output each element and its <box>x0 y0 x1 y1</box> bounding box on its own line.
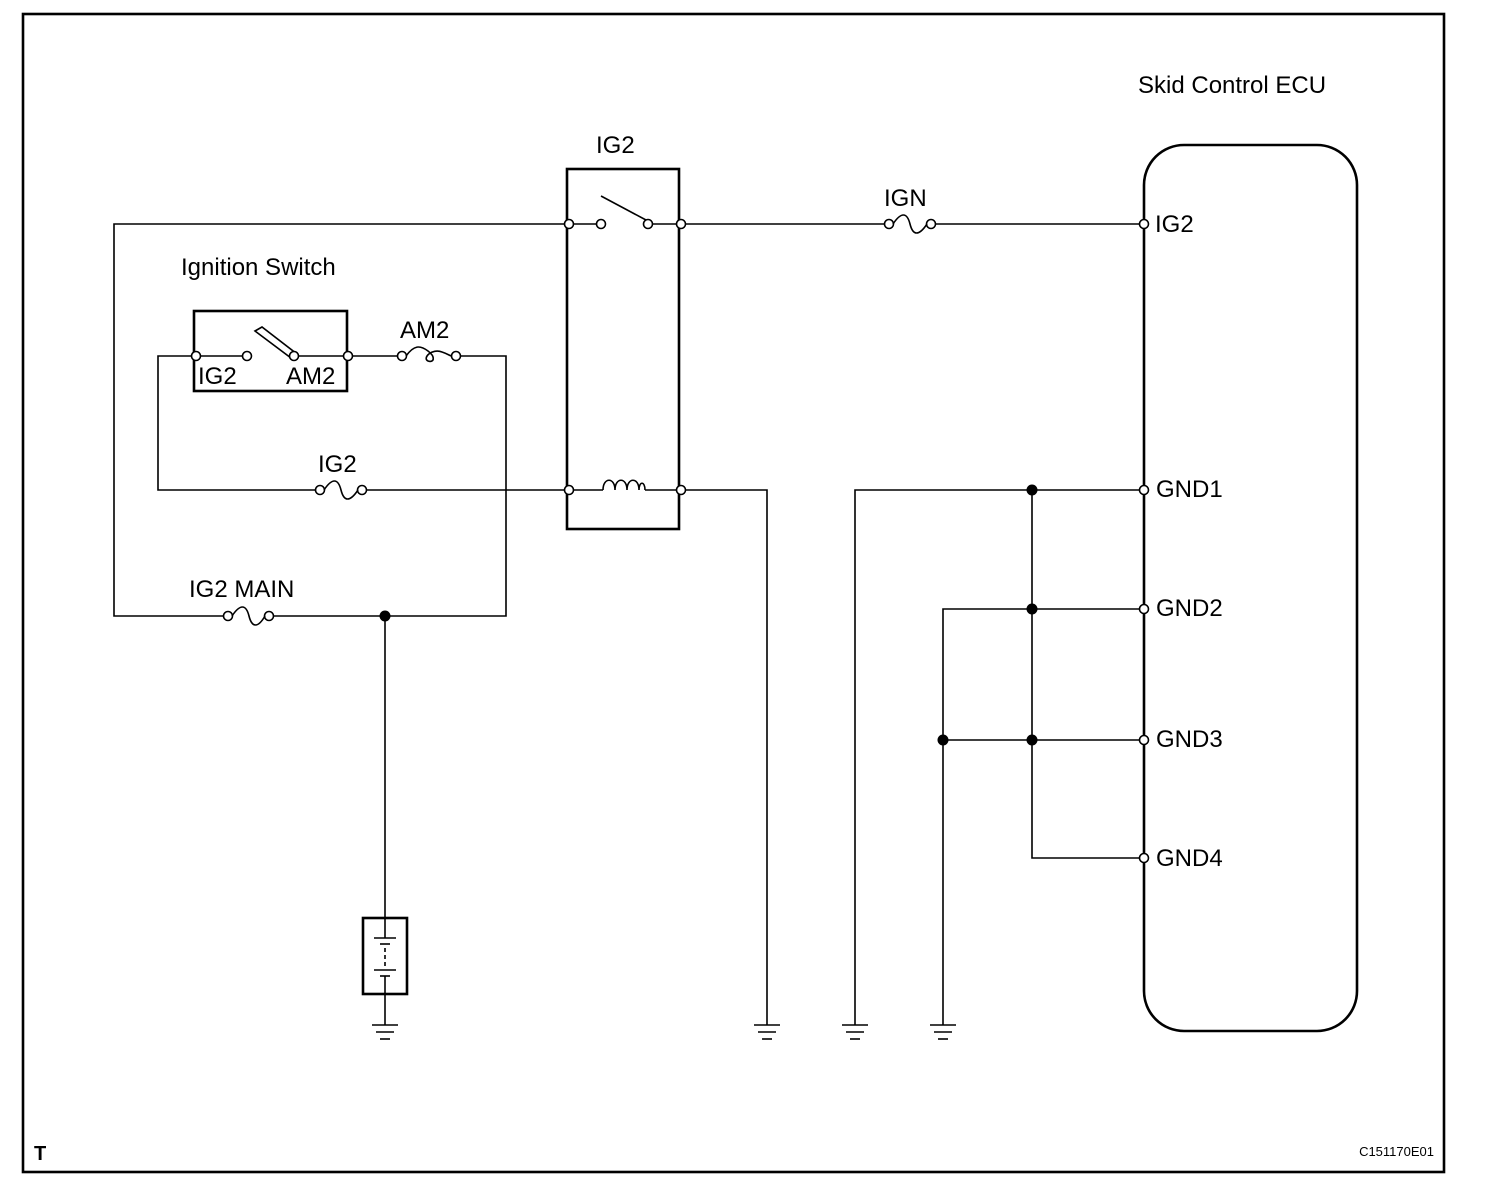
wires <box>113 223 1144 1025</box>
ecu-terminal-gnd4 <box>1138 852 1150 864</box>
wire-coil-to-ground <box>681 489 768 1025</box>
relay-label: IG2 <box>596 132 635 159</box>
ground-icon <box>754 1024 780 1040</box>
fuse-am2-label: AM2 <box>400 317 449 344</box>
relay-terminal-coil-out <box>675 484 687 496</box>
wire-switch-to-ig2-fuse <box>157 355 316 491</box>
ignition-switch-terminal-ig2-pin <box>190 350 202 362</box>
fuse-ig2-main-element <box>231 606 266 626</box>
ground-icon <box>372 1024 398 1040</box>
ig2-relay: IG2 <box>565 132 681 531</box>
ground-icon <box>930 1024 956 1040</box>
fuse-am2: AM2 <box>396 317 462 363</box>
fuse-ig2-main-terminal-b <box>263 610 275 622</box>
relay-body <box>565 167 681 531</box>
corner-mark: T <box>34 1143 46 1165</box>
junction-dot <box>1026 484 1038 496</box>
ecu-terminal-ig2 <box>1138 218 1150 230</box>
relay-contact-b <box>642 218 654 230</box>
ignition-switch-terminal-am2-pin <box>342 350 354 362</box>
ecu-terminal-gnd1 <box>1138 484 1150 496</box>
ignition-switch-terminal-am2: AM2 <box>286 363 335 390</box>
junctions <box>379 484 1038 746</box>
wire-gnd4 <box>1031 490 1144 859</box>
fuse-am2-element <box>405 346 453 363</box>
ecu-terminal-gnd3 <box>1138 734 1150 746</box>
wire-gnd1 <box>854 489 1144 1025</box>
ignition-switch-pivot <box>288 350 300 362</box>
relay-coil <box>602 479 646 491</box>
fuse-ig2: IG2 <box>314 451 368 500</box>
fuse-ig2-terminal-b <box>356 484 368 496</box>
fuse-ig2-main-label: IG2 MAIN <box>189 576 294 603</box>
ecu-pin-gnd1: GND1 <box>1156 476 1223 503</box>
junction-dot <box>1026 734 1038 746</box>
junction-dot <box>937 734 949 746</box>
fuse-am2-terminal-b <box>450 350 462 362</box>
wire-main-right-bus <box>273 355 507 617</box>
fuse-ign-terminal-b <box>925 218 937 230</box>
ecu-pin-ig2: IG2 <box>1155 211 1194 238</box>
relay-terminal-switch-out <box>675 218 687 230</box>
ground-icon <box>842 1024 868 1040</box>
junction-dot <box>379 610 391 622</box>
fuse-am2-terminal-a <box>396 350 408 362</box>
fuse-ig2-element <box>323 480 359 500</box>
ignition-switch-terminal-ig2: IG2 <box>198 363 237 390</box>
ecu-title: Skid Control ECU <box>1138 72 1326 99</box>
ecu-terminal-gnd2 <box>1138 603 1150 615</box>
ignition-switch-label: Ignition Switch <box>181 254 336 281</box>
fuse-ig2-main: IG2 MAIN <box>189 576 294 626</box>
fuse-ig2-main-terminal-a <box>222 610 234 622</box>
fuse-ign: IGN <box>883 185 937 234</box>
relay-contact-a <box>595 218 607 230</box>
ecu-pin-gnd3: GND3 <box>1156 726 1223 753</box>
skid-control-ecu: Skid Control ECU IG2 GND1 GND2 GND3 GND4 <box>1138 72 1359 1033</box>
ecu-pin-gnd4: GND4 <box>1156 845 1223 872</box>
ignition-switch-contact-a <box>241 350 253 362</box>
wire-gnd2 <box>942 608 1144 1025</box>
fuse-ign-terminal-a <box>883 218 895 230</box>
fuse-ig2-label: IG2 <box>318 451 357 478</box>
relay-switch-arm <box>600 195 647 221</box>
terminals <box>190 218 1150 864</box>
fuse-ig2-terminal-a <box>314 484 326 496</box>
ecu-pin-gnd2: GND2 <box>1156 595 1223 622</box>
ignition-switch: Ignition Switch IG2 AM2 <box>181 254 349 393</box>
relay-terminal-switch-in <box>563 218 575 230</box>
fuse-ign-label: IGN <box>884 185 927 212</box>
junction-dot <box>1026 603 1038 615</box>
wire-main-left-bus <box>113 223 569 617</box>
relay-terminal-coil-in <box>563 484 575 496</box>
battery-icon <box>361 916 409 996</box>
diagram-frame <box>21 12 1446 1174</box>
ecu-body <box>1142 143 1359 1033</box>
diagram-code: C151170E01 <box>1359 1144 1434 1159</box>
fuse-ign-element <box>892 214 928 234</box>
